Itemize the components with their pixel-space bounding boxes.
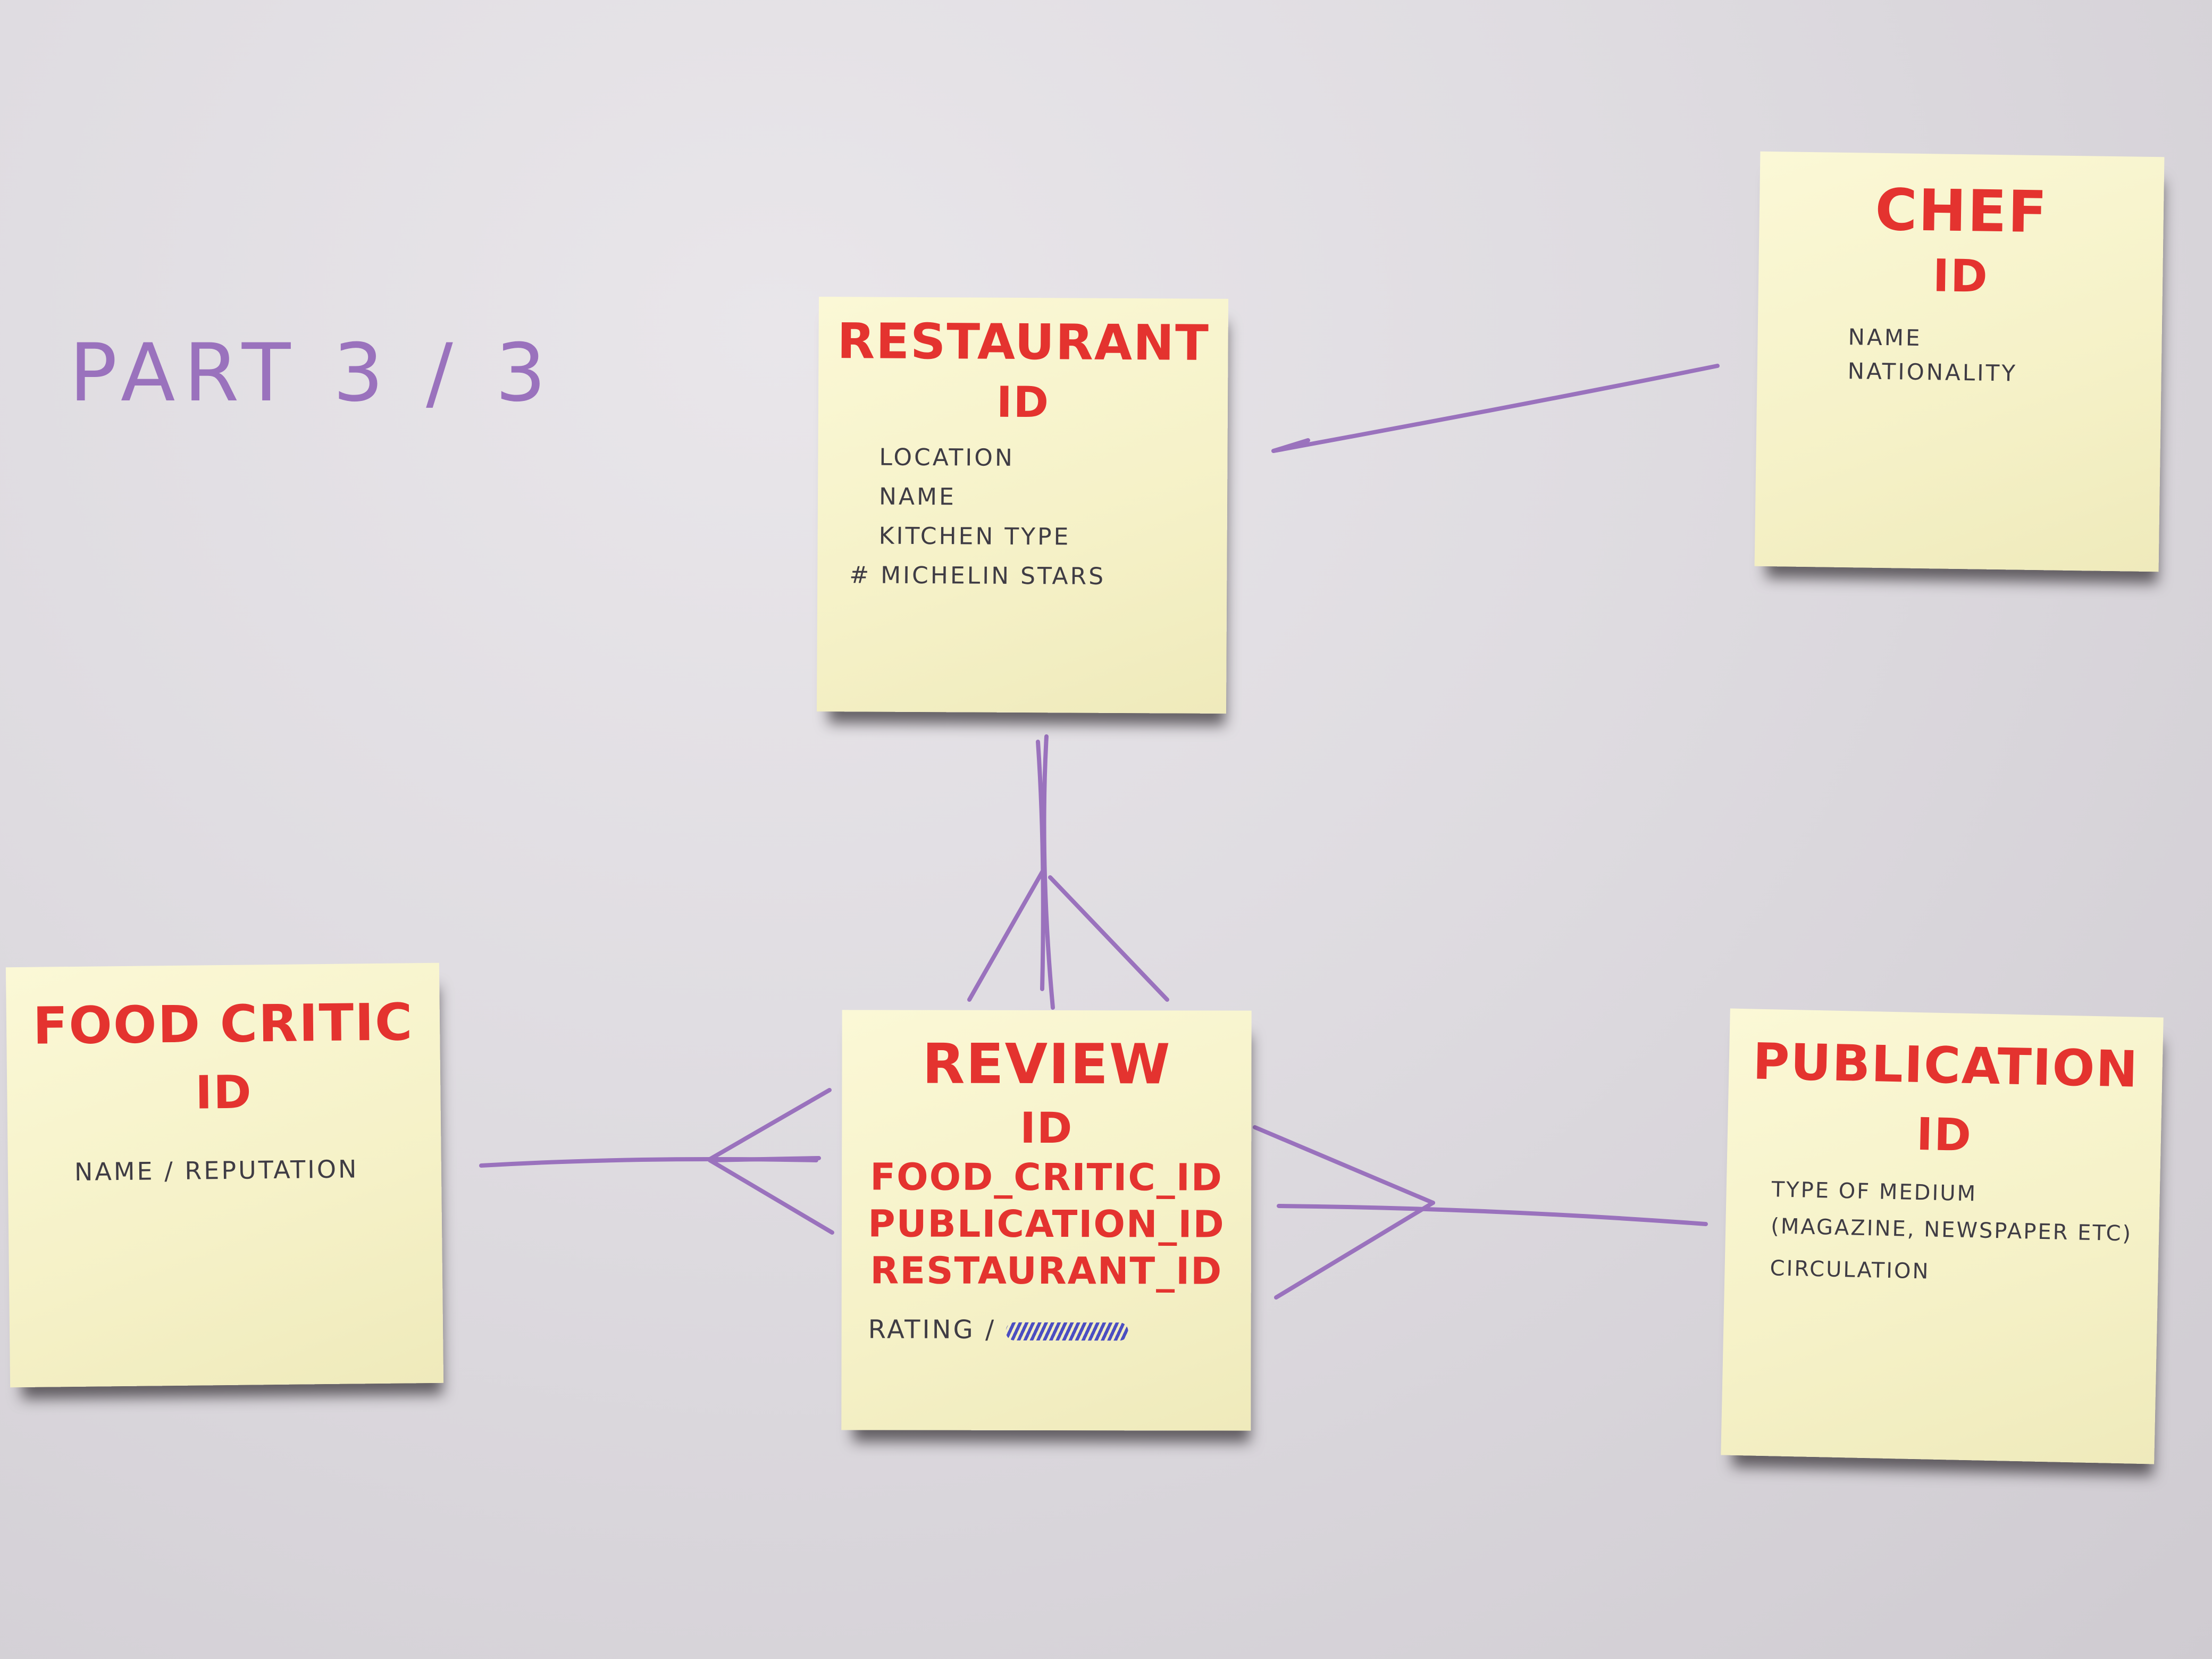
attribute: NATIONALITY [1847, 358, 2018, 387]
primary-key: ID [1932, 249, 1989, 303]
crows-foot-critic-bottom [708, 1158, 834, 1235]
attribute-list: NAME NATIONALITY [1847, 320, 2018, 390]
attribute: RATING / [868, 1314, 996, 1345]
attribute: NAME [1848, 324, 1922, 351]
attribute: NAME [878, 483, 956, 511]
scribbled-out-text [1006, 1322, 1128, 1341]
entity-food-critic[interactable]: FOOD CRITIC ID NAME / REPUTATION [5, 962, 444, 1388]
entity-title: FOOD CRITIC [32, 992, 414, 1056]
primary-key: ID [1915, 1108, 1973, 1162]
connector-publication-review [1277, 1204, 1708, 1226]
foreign-key: FOOD_CRITIC_ID [870, 1155, 1223, 1200]
entity-chef[interactable]: CHEF ID NAME NATIONALITY [1754, 151, 2165, 572]
attribute: NAME / REPUTATION [74, 1154, 359, 1186]
connector-chef-restaurant-arrowhead [1271, 438, 1310, 453]
primary-key: ID [1020, 1103, 1074, 1153]
primary-key: ID [996, 377, 1050, 428]
attribute: CIRCULATION [1770, 1256, 1930, 1284]
crows-foot-review-left [967, 870, 1044, 1002]
entity-title: CHEF [1874, 177, 2049, 246]
part-label: PART 3 / 3 [69, 327, 555, 420]
crows-foot-publication-top [1253, 1125, 1435, 1205]
connector-restaurant-review-double [1036, 740, 1045, 991]
entity-publication[interactable]: PUBLICATION ID TYPE OF MEDIUM (MAGAZINE,… [1721, 1008, 2164, 1464]
attribute: KITCHEN TYPE [878, 522, 1071, 551]
foreign-key: RESTAURANT_ID [870, 1249, 1223, 1293]
attribute: # MICHELIN STARS [849, 562, 1106, 590]
crows-foot-review-right [1048, 875, 1169, 1002]
foreign-key-list: FOOD_CRITIC_ID PUBLICATION_ID RESTAURANT… [842, 1153, 1251, 1294]
entity-restaurant[interactable]: RESTAURANT ID LOCATION NAME KITCHEN TYPE… [816, 296, 1229, 714]
entity-title: REVIEW [922, 1031, 1171, 1097]
crows-foot-publication-bottom [1274, 1201, 1435, 1300]
attribute-row: RATING / [868, 1310, 1128, 1349]
attribute-list: TYPE OF MEDIUM (MAGAZINE, NEWSPAPER ETC)… [1770, 1169, 2133, 1296]
connector-restaurant-review [1042, 734, 1055, 1010]
connector-critic-review [479, 1157, 818, 1168]
entity-title: RESTAURANT [837, 313, 1210, 372]
attribute-list: LOCATION NAME KITCHEN TYPE # MICHELIN ST… [849, 438, 1106, 597]
attribute: TYPE OF MEDIUM [1771, 1177, 1978, 1206]
crows-foot-critic-mid [708, 1156, 821, 1162]
crows-foot-critic-top [708, 1088, 832, 1161]
attribute: LOCATION [879, 443, 1015, 472]
primary-key: ID [195, 1066, 253, 1120]
attribute: (MAGAZINE, NEWSPAPER ETC) [1770, 1214, 2133, 1246]
foreign-key: PUBLICATION_ID [868, 1202, 1225, 1246]
attribute-list: NAME / REPUTATION [74, 1150, 359, 1191]
connector-chef-restaurant [1271, 364, 1720, 453]
attribute-list: RATING / [868, 1310, 1128, 1349]
entity-review[interactable]: REVIEW ID FOOD_CRITIC_ID PUBLICATION_ID … [841, 1010, 1252, 1431]
entity-title: PUBLICATION [1752, 1033, 2140, 1099]
